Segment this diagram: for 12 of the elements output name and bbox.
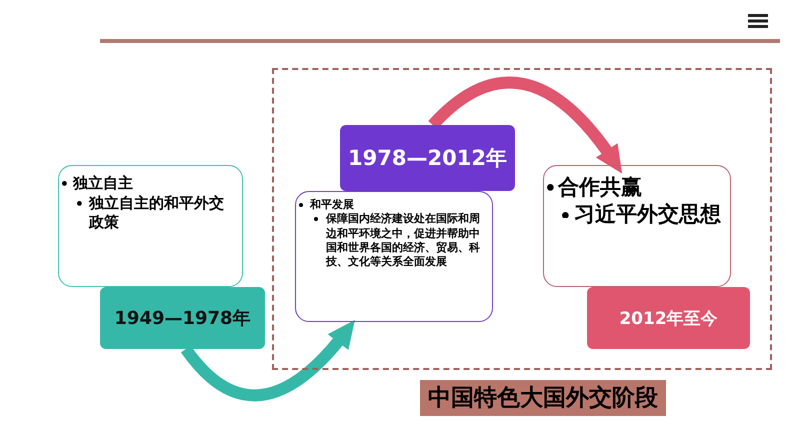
bullet-heading: 独立自主 bbox=[59, 174, 236, 194]
bullet-text: 独立自主的和平外交政策 bbox=[59, 194, 236, 232]
period-tag: 1978—2012年 bbox=[340, 125, 515, 191]
period-tag: 1949—1978年 bbox=[100, 287, 265, 349]
bullet-heading: 合作共赢 bbox=[544, 174, 724, 202]
bullet-text: 保障国内经济建设处在国际和周边和平环境之中，促进并帮助中国和世界各国的经济、贸易、科技、文化等关系全面发展 bbox=[296, 212, 486, 270]
period-tag: 2012年至今 bbox=[587, 287, 750, 349]
bullet-text: 习近平外交思想 bbox=[544, 201, 724, 229]
bullet-heading: 和平发展 bbox=[296, 198, 486, 212]
curved-arrow bbox=[428, 76, 623, 174]
stage-title: 中国特色大国外交阶段 bbox=[420, 380, 666, 416]
curved-arrow bbox=[181, 320, 356, 401]
